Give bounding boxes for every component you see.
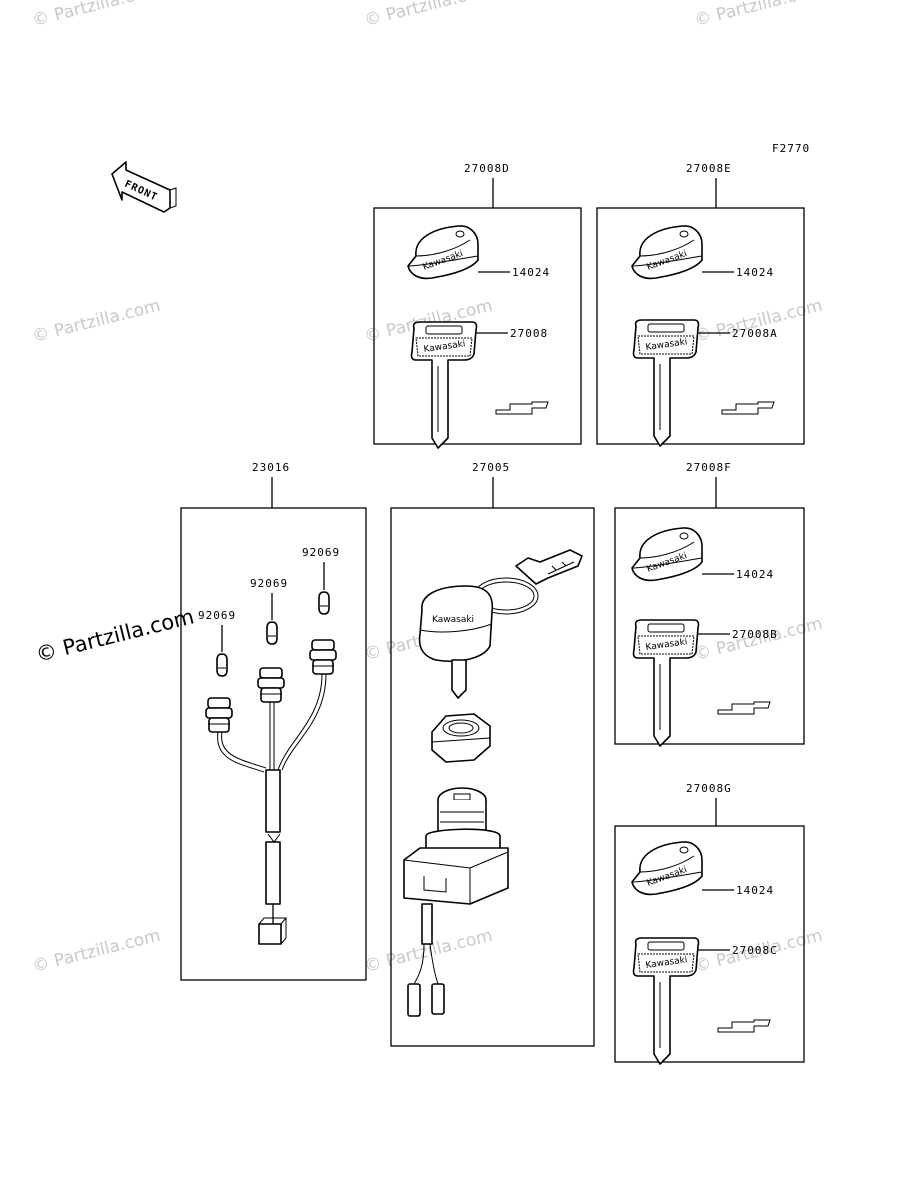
- part-label: 92069: [302, 546, 340, 559]
- part-label: 14024: [736, 568, 774, 581]
- group-frame: [596, 207, 805, 445]
- part-label: 14024: [512, 266, 550, 279]
- group-27008G: 27008G 14024 27008C: [614, 782, 805, 1065]
- group-frame: [614, 507, 805, 745]
- key-tag: [717, 1019, 771, 1033]
- part-label: 27008B: [732, 628, 778, 641]
- part-label: 27008: [510, 327, 548, 340]
- ignition-key: [632, 319, 700, 447]
- group-label: 27008F: [686, 461, 732, 474]
- part-label: 27008C: [732, 944, 778, 957]
- group-label: 27008G: [686, 782, 732, 795]
- knob-brand-text: Kawasaki: [432, 615, 474, 625]
- key-tag: [717, 701, 771, 715]
- part-label: 27008A: [732, 327, 778, 340]
- watermark: © Partzilla.com: [692, 0, 824, 31]
- ignition-key: [632, 619, 700, 747]
- key-tag: [495, 401, 549, 415]
- figure-code: F2770: [772, 142, 810, 155]
- part-label: 92069: [250, 577, 288, 590]
- part-label: 14024: [736, 266, 774, 279]
- ignition-key: [410, 321, 478, 449]
- watermark: © Partzilla.com: [30, 0, 162, 31]
- key-knob: [631, 225, 703, 280]
- bulb: [216, 653, 228, 677]
- bulb-socket: [205, 697, 233, 733]
- bulb-socket: [257, 667, 285, 703]
- front-arrow: FRONT: [111, 161, 177, 213]
- key-knob: [631, 527, 703, 582]
- key-knob: [631, 841, 703, 896]
- bulb: [266, 621, 278, 645]
- group-frame: [180, 507, 367, 981]
- group-27008F: 27008F 14024 27008B: [614, 461, 805, 747]
- group-27008E: 27008E 14024 27008A: [596, 162, 805, 447]
- part-label: 14024: [736, 884, 774, 897]
- bulb: [318, 591, 330, 615]
- bulb-socket: [309, 639, 337, 675]
- group-frame: [390, 507, 595, 1047]
- watermark: © Partzilla.com: [30, 926, 162, 977]
- watermark-layer: © Partzilla.com © Partzilla.com © Partzi…: [30, 0, 824, 977]
- group-label: 27005: [472, 461, 510, 474]
- group-27008D: 27008D 14024 27008: [373, 162, 582, 449]
- key-tag: [721, 401, 775, 415]
- watermark-dark: © Partzilla.com: [33, 604, 196, 666]
- group-label: 27008E: [686, 162, 732, 175]
- part-label: 92069: [198, 609, 236, 622]
- group-27005: 27005 Kawasaki: [390, 461, 595, 1047]
- ignition-key: [632, 937, 700, 1065]
- watermark: © Partzilla.com: [30, 296, 162, 347]
- group-label: 27008D: [464, 162, 510, 175]
- group-label: 23016: [252, 461, 290, 474]
- watermark: © Partzilla.com: [362, 0, 494, 31]
- key-knob: [407, 225, 479, 280]
- group-23016: 23016 92069 92069 92069: [180, 461, 367, 981]
- group-frame: [373, 207, 582, 445]
- group-frame: [614, 825, 805, 1063]
